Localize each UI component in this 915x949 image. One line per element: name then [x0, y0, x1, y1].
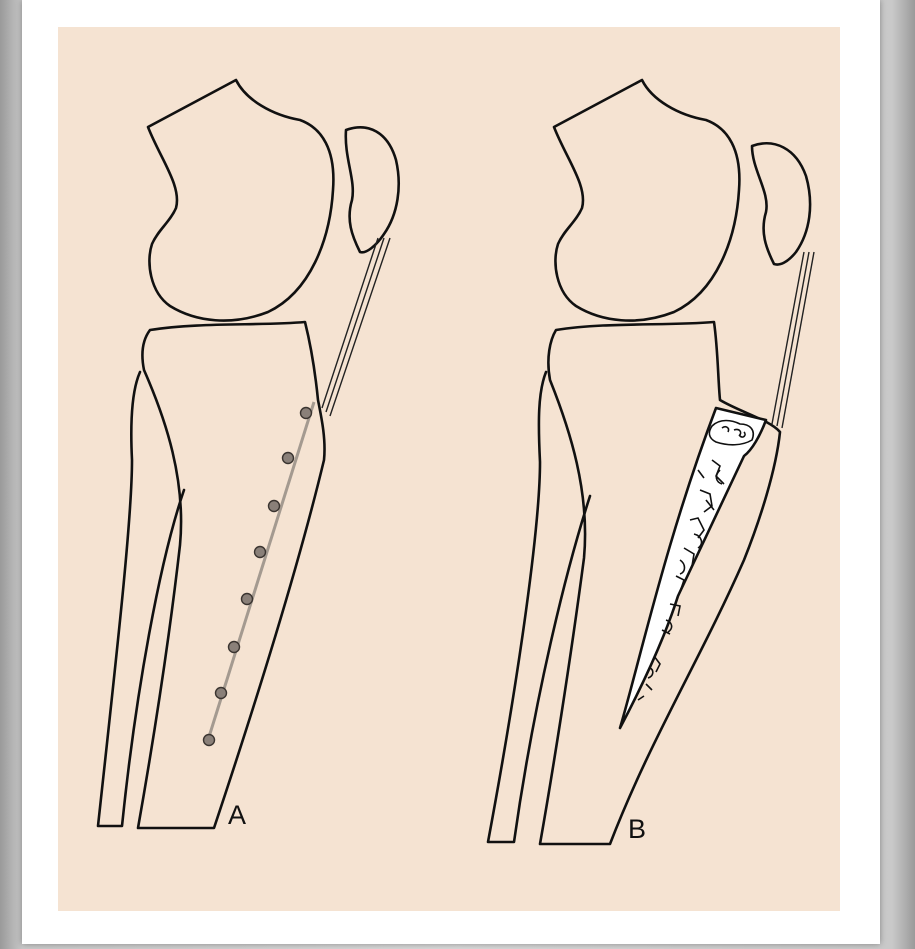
panel-a: A: [98, 80, 399, 830]
panel-a-patellar-tendon: [322, 238, 378, 408]
staple-marker: [283, 453, 294, 464]
panel-a-patella: [346, 127, 399, 252]
staple-marker: [255, 547, 266, 558]
panel-b: B: [488, 80, 814, 844]
staple-marker: [229, 642, 240, 653]
panel-a-fibula: [98, 372, 184, 826]
panel-a-label: A: [228, 800, 246, 830]
panel-b-bone-graft: [620, 408, 766, 728]
staple-marker: [242, 594, 253, 605]
staple-marker: [269, 501, 280, 512]
staple-marker: [301, 408, 312, 419]
staple-marker: [216, 688, 227, 699]
panel-b-fibula: [488, 372, 590, 842]
panel-a-femur-condyle: [148, 80, 333, 321]
panel-b-label: B: [628, 814, 646, 844]
panel-a-tibia: [138, 322, 325, 828]
panel-b-patella: [752, 143, 810, 264]
panel-b-femur-condyle: [554, 80, 739, 321]
staple-marker: [204, 735, 215, 746]
